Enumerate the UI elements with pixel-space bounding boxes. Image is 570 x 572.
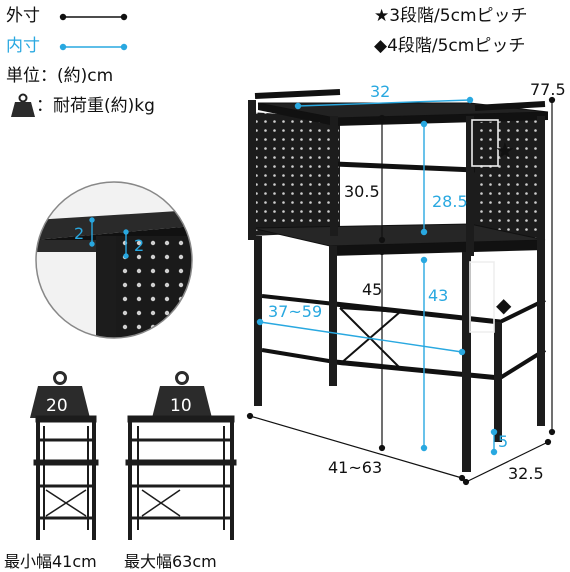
star-mark: ★ <box>495 139 515 164</box>
width-range-inner-dim: 37~59 <box>268 302 323 321</box>
inner-dimension-line-icon <box>59 43 128 51</box>
diamond-pitch-note: ◆4段階/5cmピッチ <box>374 36 526 56</box>
foot-height-dim: 5 <box>498 432 509 451</box>
star-pitch-note: ★3段階/5cmピッチ <box>374 6 528 26</box>
load-capacity-label: ：耐荷重(約)kg <box>36 96 155 116</box>
rear-left-leg <box>329 246 337 386</box>
rear-right-leg <box>537 116 545 426</box>
unit-label: 単位：(約)cm <box>6 66 114 86</box>
shelf-depth-inner-dim: 32 <box>370 82 391 101</box>
weight-icon-top-load <box>30 371 90 418</box>
top-load-value: 20 <box>46 396 68 416</box>
right-pegboard-panel <box>470 116 540 252</box>
front-right-leg <box>462 252 471 472</box>
weight-icon-shelf-load <box>152 371 212 418</box>
upper-gap-outer-dim: 30.5 <box>344 182 380 201</box>
thickness-detail-zoom <box>35 181 193 339</box>
small-racks-illustration <box>30 371 237 540</box>
lower-gap-inner-dim: 43 <box>428 286 449 305</box>
depth-outer-dim: 32.5 <box>508 464 544 483</box>
shelf-load-value: 10 <box>170 396 192 416</box>
thickness-a-dim: 2 <box>74 224 85 243</box>
outer-dimension-line-icon <box>59 13 128 21</box>
narrow-rack <box>33 415 99 540</box>
width-range-outer-dim: 41~63 <box>328 458 383 477</box>
max-width-caption: 最大幅63cm <box>124 552 217 571</box>
inner-dimension-label: 内寸 <box>6 36 40 56</box>
min-width-caption: 最小幅41cm <box>4 552 97 571</box>
weight-icon <box>11 93 35 117</box>
wide-rack <box>125 415 237 540</box>
upper-gap-inner-dim: 28.5 <box>432 192 468 211</box>
lower-gap-outer-dim: 45 <box>362 280 383 299</box>
diamond-mark: ◆ <box>496 293 512 317</box>
total-height-dim: 77.5 <box>530 80 566 99</box>
thickness-b-dim: 2 <box>134 236 145 255</box>
left-pegboard-panel <box>250 112 340 236</box>
outer-dimension-label: 外寸 <box>6 6 40 26</box>
